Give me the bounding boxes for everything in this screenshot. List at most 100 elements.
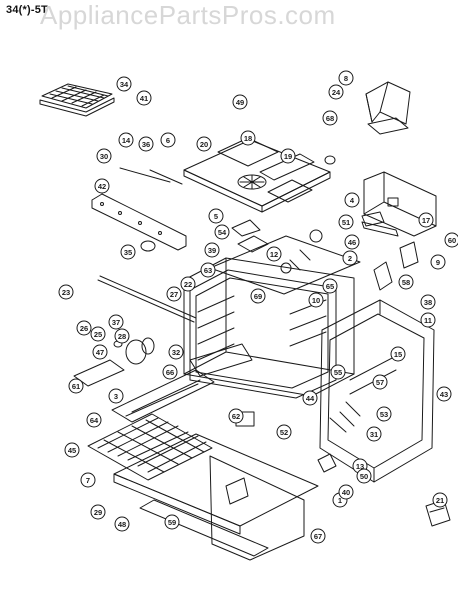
callout-number: 66 (166, 368, 174, 377)
callout-24: 24 (328, 84, 344, 100)
callout-30: 30 (96, 148, 112, 164)
callout-circle (328, 84, 344, 100)
callout-number: 62 (232, 412, 240, 421)
callout-32: 32 (168, 344, 184, 360)
diagram-header: 34(*)-5T AppliancePartsPros.com (4, 0, 454, 36)
callout-29: 29 (90, 504, 106, 520)
part-top-frame (183, 137, 331, 213)
callout-28: 28 (114, 328, 130, 344)
callout-number: 6 (166, 136, 170, 145)
callout-circle (116, 76, 132, 92)
callout-number: 54 (218, 228, 227, 237)
callout-15: 15 (390, 346, 406, 362)
callout-number: 64 (90, 416, 99, 425)
callout-31: 31 (366, 426, 382, 442)
callout-55: 55 (330, 364, 346, 380)
callout-circle (444, 232, 458, 248)
callout-8: 8 (338, 70, 354, 86)
callout-number: 57 (376, 378, 384, 387)
callout-circle (398, 274, 414, 290)
callout-number: 60 (448, 236, 456, 245)
callout-circle (338, 484, 354, 500)
callout-7: 7 (80, 472, 96, 488)
callout-number: 39 (208, 246, 216, 255)
callout-circle (372, 374, 388, 390)
part-base-frame (113, 433, 319, 561)
callout-number: 3 (114, 392, 118, 401)
callout-37: 37 (108, 314, 124, 330)
callout-number: 59 (168, 518, 176, 527)
callout-circle (430, 254, 446, 270)
callout-59: 59 (164, 514, 180, 530)
callout-11: 11 (420, 312, 436, 328)
callout-circle (232, 94, 248, 110)
callout-number: 45 (68, 446, 76, 455)
callout-number: 23 (62, 288, 70, 297)
callout-circle (240, 130, 256, 146)
callout-circle (92, 344, 108, 360)
callout-number: 68 (326, 114, 334, 123)
callout-number: 19 (284, 152, 292, 161)
callout-number: 21 (436, 496, 444, 505)
callout-number: 1 (338, 496, 342, 505)
callout-57: 57 (372, 374, 388, 390)
callout-circle (322, 110, 338, 126)
callout-number: 44 (306, 394, 315, 403)
callout-number: 12 (270, 250, 278, 259)
callout-number: 42 (98, 182, 106, 191)
callout-67: 67 (310, 528, 326, 544)
part-oven-door (319, 299, 435, 483)
callout-number: 11 (424, 316, 432, 325)
callout-41: 41 (136, 90, 152, 106)
callout-circle (114, 516, 130, 532)
callout-35: 35 (120, 244, 136, 260)
callout-circle (420, 312, 436, 328)
callout-circle (68, 378, 84, 394)
callout-number: 18 (244, 134, 252, 143)
callout-10: 10 (308, 292, 324, 308)
callout-68: 68 (322, 110, 338, 126)
callout-number: 14 (122, 136, 131, 145)
callout-12: 12 (266, 246, 282, 262)
callout-circle (338, 214, 354, 230)
callout-47: 47 (92, 344, 108, 360)
callout-circle (168, 344, 184, 360)
part-broiler-pan (111, 369, 215, 423)
callout-number: 30 (100, 152, 108, 161)
callout-circle (136, 90, 152, 106)
callout-circle (418, 212, 434, 228)
callout-circle (114, 328, 130, 344)
callout-number: 20 (200, 140, 208, 149)
callout-number: 67 (314, 532, 322, 541)
callout-number: 36 (142, 140, 150, 149)
callout-44: 44 (302, 390, 318, 406)
callout-number: 48 (118, 520, 126, 529)
callout-number: 9 (436, 258, 440, 267)
callout-circle (94, 178, 110, 194)
callout-circle (90, 326, 106, 342)
callout-circle (310, 528, 326, 544)
callout-number: 61 (72, 382, 80, 391)
callout-circle (180, 276, 196, 292)
callout-number: 69 (254, 292, 262, 301)
watermark-text: AppliancePartsPros.com (40, 0, 336, 30)
callout-69: 69 (250, 288, 266, 304)
callout-36: 36 (138, 136, 154, 152)
callout-21: 21 (432, 492, 448, 508)
callout-17: 17 (418, 212, 434, 228)
callout-number: 5 (214, 212, 218, 221)
callout-circle (228, 408, 244, 424)
callout-circle (276, 424, 292, 440)
callout-circle (200, 262, 216, 278)
callout-circle (162, 364, 178, 380)
callout-45: 45 (64, 442, 80, 458)
callout-50: 50 (356, 468, 372, 484)
callout-circle (164, 514, 180, 530)
callout-58: 58 (398, 274, 414, 290)
callout-number: 25 (94, 330, 102, 339)
callout-layer: 1234567891011121314151718192021222324252… (58, 70, 458, 544)
callout-27: 27 (166, 286, 182, 302)
callout-circle (250, 288, 266, 304)
callout-number: 32 (172, 348, 180, 357)
callout-number: 63 (204, 266, 212, 275)
